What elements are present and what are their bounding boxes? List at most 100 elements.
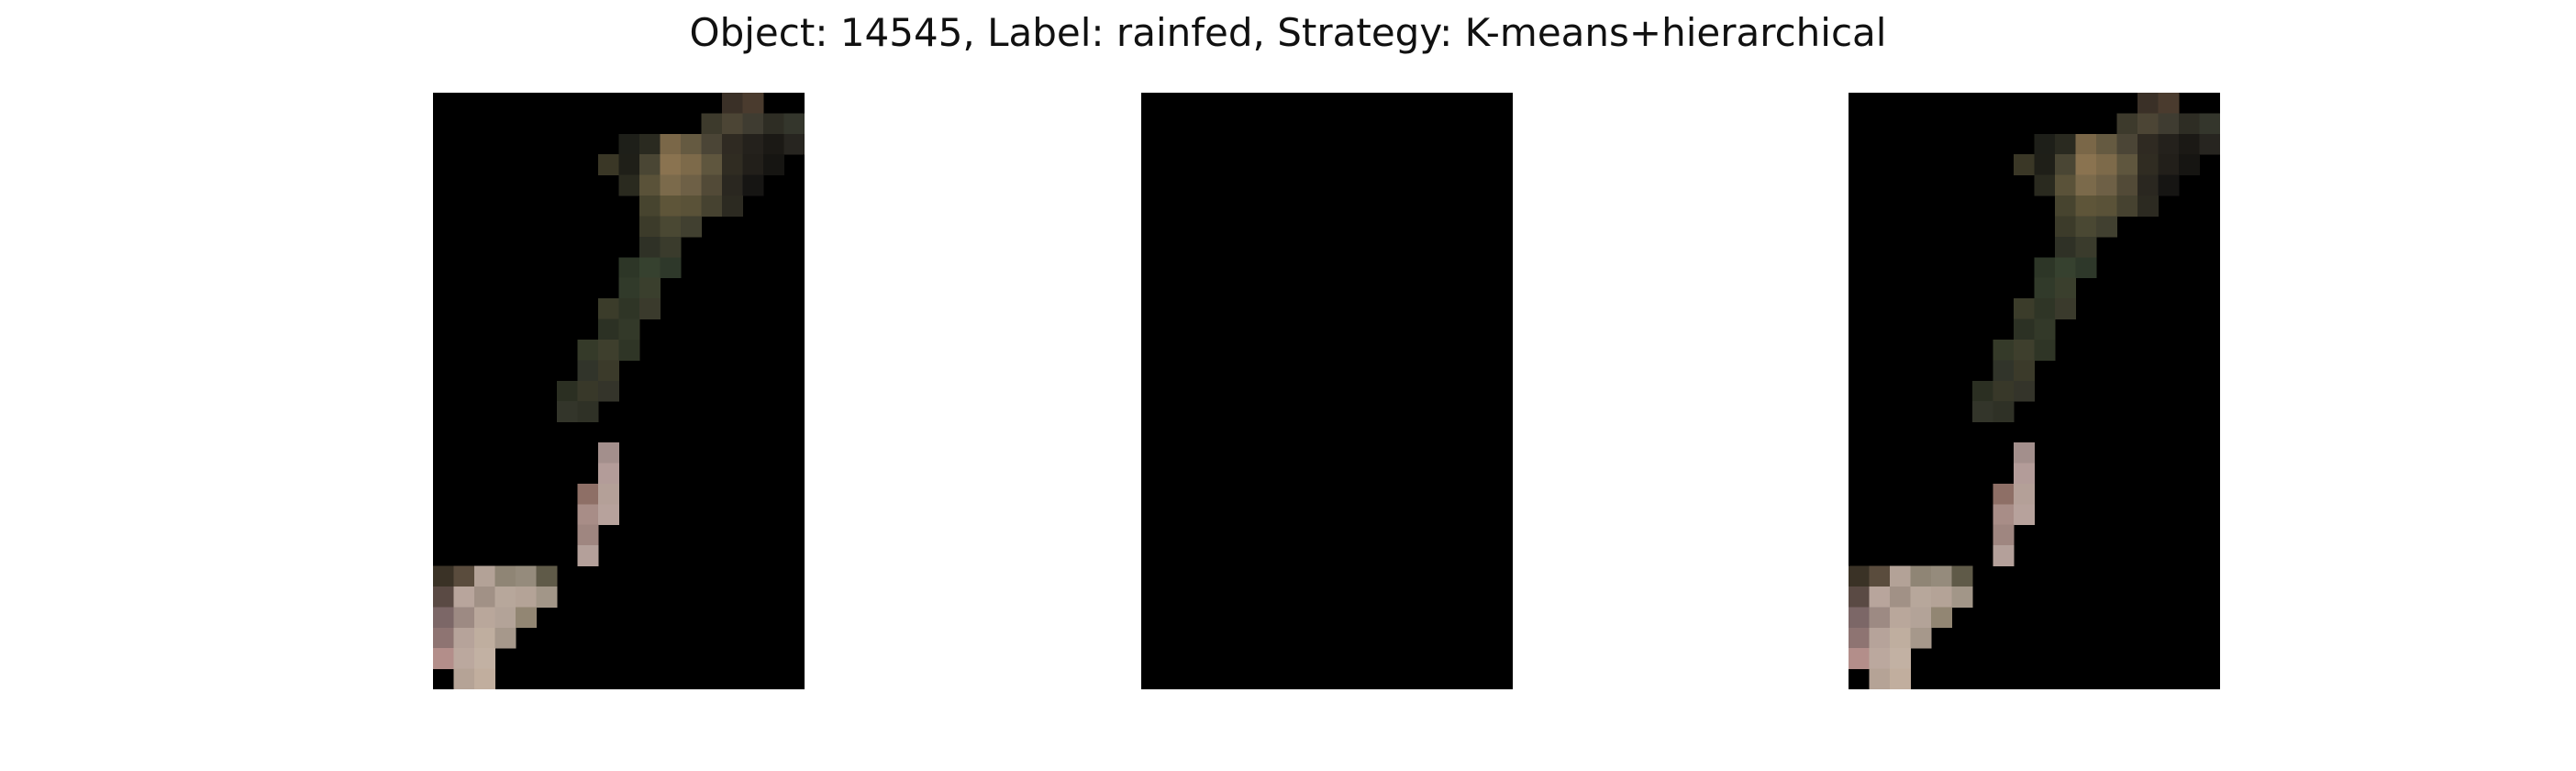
image-pixel <box>474 607 495 629</box>
image-pixel <box>722 113 743 135</box>
image-pixel <box>1931 565 1952 587</box>
image-pixel <box>598 339 619 361</box>
image-pixel <box>618 318 640 341</box>
image-pixel <box>618 133 640 155</box>
image-pixel <box>598 380 619 402</box>
image-pixel <box>763 113 784 135</box>
image-pixel <box>577 524 599 546</box>
image-pixel <box>639 298 661 319</box>
image-pixel <box>639 216 661 238</box>
image-pixel <box>516 586 537 608</box>
image-pixel <box>660 257 682 279</box>
image-pixel <box>1993 483 2015 505</box>
image-pixel <box>2055 216 2076 238</box>
image-pixel <box>639 196 661 217</box>
image-pixel <box>618 277 640 299</box>
image-pixel <box>681 216 702 238</box>
image-pixel <box>598 442 619 464</box>
image-pixel <box>453 586 475 608</box>
image-pixel <box>660 154 682 176</box>
image-pixel <box>1993 380 2015 402</box>
image-pixel <box>516 607 537 629</box>
image-pixel <box>2096 174 2117 196</box>
image-pixel <box>494 586 516 608</box>
image-pixel <box>2014 463 2035 485</box>
image-pixel <box>701 174 723 196</box>
image-pixel <box>2116 174 2138 196</box>
image-pixel <box>2055 174 2076 196</box>
image-pixel <box>639 154 661 176</box>
image-pixel <box>433 627 454 649</box>
image-pixel <box>557 380 578 402</box>
image-pixel <box>2158 154 2180 176</box>
image-pixel <box>2055 257 2076 279</box>
image-pixel <box>453 607 475 629</box>
image-pixel <box>2055 154 2076 176</box>
image-pixel <box>536 586 558 608</box>
image-pixel <box>2179 133 2200 155</box>
image-pixel <box>1993 401 2015 423</box>
image-pixel <box>2034 298 2056 319</box>
image-pixel <box>2096 133 2117 155</box>
image-pixel <box>557 401 578 423</box>
image-pixel <box>577 401 599 423</box>
image-pixel <box>2116 133 2138 155</box>
image-pixel <box>742 93 764 114</box>
image-pixel <box>1993 524 2015 546</box>
image-pixel <box>660 174 682 196</box>
image-pixel <box>2096 216 2117 238</box>
image-pixel <box>2055 277 2076 299</box>
image-pixel <box>639 236 661 258</box>
right-image-panel <box>1849 93 2220 689</box>
image-pixel <box>2137 133 2159 155</box>
image-pixel <box>2055 196 2076 217</box>
image-pixel <box>1993 545 2015 566</box>
image-pixel <box>639 257 661 279</box>
image-pixel <box>681 154 702 176</box>
image-pixel <box>2158 113 2180 135</box>
image-pixel <box>618 154 640 176</box>
image-pixel <box>639 277 661 299</box>
image-pixel <box>722 174 743 196</box>
image-pixel <box>2137 196 2159 217</box>
image-pixel <box>618 257 640 279</box>
image-pixel <box>1849 565 1870 587</box>
image-pixel <box>722 196 743 217</box>
image-pixel <box>1890 627 1911 649</box>
image-pixel <box>1931 607 1952 629</box>
image-pixel <box>577 483 599 505</box>
image-pixel <box>742 174 764 196</box>
image-pixel <box>2116 154 2138 176</box>
image-pixel <box>494 565 516 587</box>
image-pixel <box>2158 93 2180 114</box>
image-pixel <box>1931 586 1952 608</box>
figure-title: Object: 14545, Label: rainfed, Strategy:… <box>689 10 1887 55</box>
image-pixel <box>598 504 619 526</box>
image-pixel <box>2075 216 2097 238</box>
image-pixel <box>763 154 784 176</box>
image-pixel <box>701 196 723 217</box>
image-pixel <box>474 648 495 670</box>
image-pixel <box>474 565 495 587</box>
image-pixel <box>2014 360 2035 382</box>
left-image-panel <box>433 93 805 689</box>
image-pixel <box>2075 133 2097 155</box>
image-pixel <box>681 196 702 217</box>
image-pixel <box>577 545 599 566</box>
image-pixel <box>681 133 702 155</box>
image-pixel <box>577 504 599 526</box>
image-pixel <box>1869 586 1891 608</box>
image-pixel <box>2055 236 2076 258</box>
image-pixel <box>598 318 619 341</box>
image-pixel <box>2014 339 2035 361</box>
image-pixel <box>763 133 784 155</box>
image-pixel <box>2075 257 2097 279</box>
image-pixel <box>722 133 743 155</box>
image-pixel <box>433 586 454 608</box>
image-pixel <box>2096 196 2117 217</box>
image-pixel <box>433 648 454 670</box>
image-pixel <box>2116 196 2138 217</box>
image-pixel <box>577 380 599 402</box>
image-pixel <box>2075 236 2097 258</box>
image-pixel <box>2137 93 2159 114</box>
